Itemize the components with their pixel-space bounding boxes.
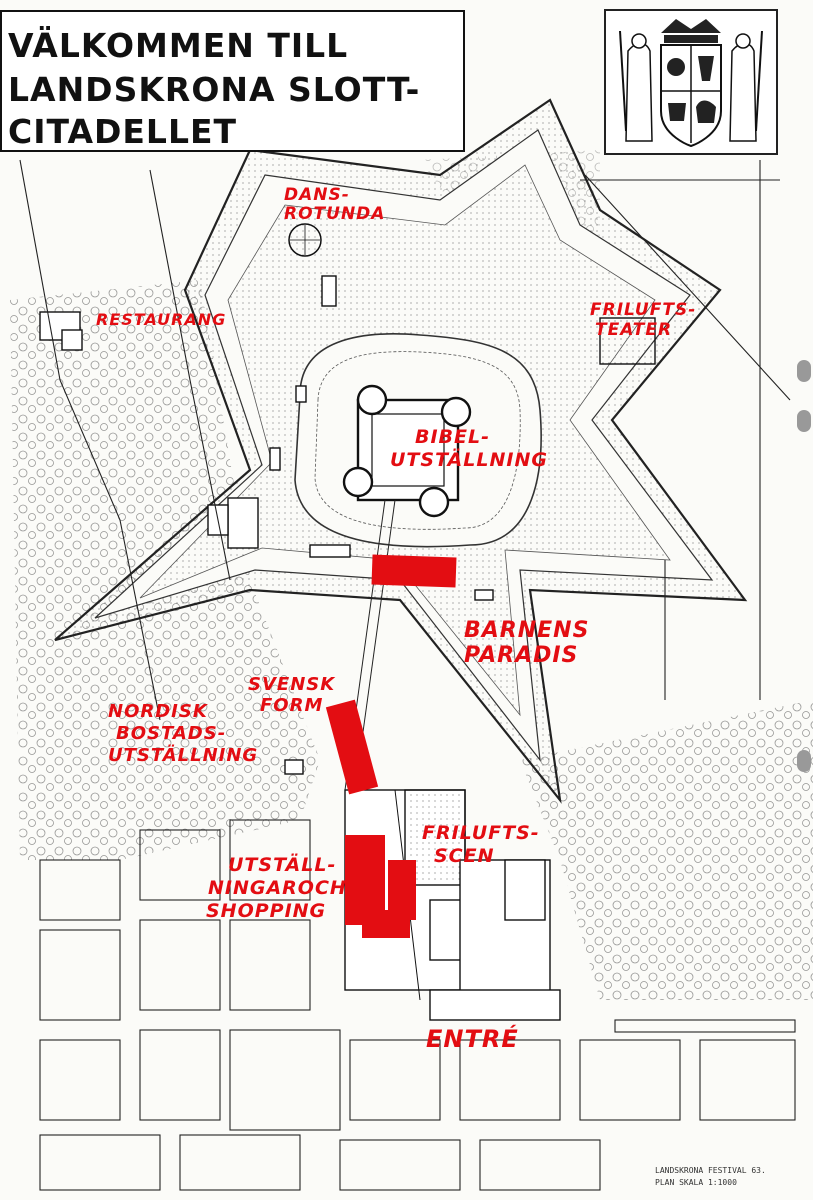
label-nordisk-line2: BOSTADS- xyxy=(116,723,227,744)
binder-hole xyxy=(797,360,811,382)
label-svensk-line1: SVENSK xyxy=(248,674,336,695)
svensk-form-highlight xyxy=(325,699,379,795)
bible-exhibition-highlight xyxy=(371,554,457,588)
dance-rotunda-icon xyxy=(288,223,322,257)
label-utstallningar: UTSTÄLL- NINGAROCH SHOPPING xyxy=(206,856,347,921)
castle-building xyxy=(342,384,472,518)
binder-hole xyxy=(797,750,811,772)
label-utstall-line2: NINGAROCH xyxy=(208,877,347,899)
highlighted-venues xyxy=(325,554,457,938)
label-frilufts-scen-line2: SCEN xyxy=(434,845,495,867)
label-dans-line1: DANS- xyxy=(284,185,350,205)
label-bibel-line1: BIBEL- xyxy=(415,426,491,448)
label-svensk-form: SVENSK FORM xyxy=(248,676,335,715)
label-restaurang: RESTAURANG xyxy=(96,310,227,329)
label-dans: DANS- ROTUNDA xyxy=(284,187,385,223)
label-utstall-line1: UTSTÄLL- xyxy=(228,854,337,876)
label-nordisk-line3: UTSTÄLLNING xyxy=(108,745,259,766)
label-nordisk-line1: NORDISK xyxy=(108,701,208,722)
shopping-highlight-c xyxy=(362,910,410,938)
label-dans-line2: ROTUNDA xyxy=(284,204,386,224)
label-frilufts-scen: FRILUFTS- SCEN xyxy=(422,824,540,866)
title-line-3: CITADELLET xyxy=(8,112,238,151)
label-nordisk: NORDISK BOSTADS- UTSTÄLLNING xyxy=(108,703,258,765)
label-barnens: BARNENS PARADIS xyxy=(464,620,589,667)
crest-panel xyxy=(604,9,778,155)
label-utstall-line3: SHOPPING xyxy=(206,900,327,922)
label-barnens-line1: BARNENS xyxy=(464,618,590,643)
label-friluftsteater-line2: TEATER xyxy=(595,320,673,340)
landskrona-coat-of-arms-icon xyxy=(619,19,763,148)
city-blocks xyxy=(19,159,796,1191)
plan-info-line2: PLAN SKALA 1:1000 xyxy=(655,1178,737,1187)
label-bibel: BIBEL- UTSTÄLLNING xyxy=(390,428,548,470)
title-line-1: VÄLKOMMEN TILL xyxy=(8,26,349,65)
label-bibel-line2: UTSTÄLLNING xyxy=(390,449,548,471)
label-barnens-line2: PARADIS xyxy=(464,643,579,668)
label-svensk-line2: FORM xyxy=(260,695,324,716)
label-frilufts-scen-line1: FRILUFTS- xyxy=(422,822,540,844)
label-entre: ENTRÉ xyxy=(426,1025,519,1053)
binder-hole xyxy=(797,410,811,432)
title-line-2: LANDSKRONA SLOTT- xyxy=(8,70,421,109)
buildings xyxy=(39,275,656,775)
title-panel: VÄLKOMMEN TILL LANDSKRONA SLOTT- CITADEL… xyxy=(0,10,465,152)
plan-info-line1: LANDSKRONA FESTIVAL 63. xyxy=(655,1166,766,1175)
label-friluftsteater-line1: FRILUFTS- xyxy=(590,300,697,320)
label-friluftsteater: FRILUFTS- TEATER xyxy=(590,302,696,339)
